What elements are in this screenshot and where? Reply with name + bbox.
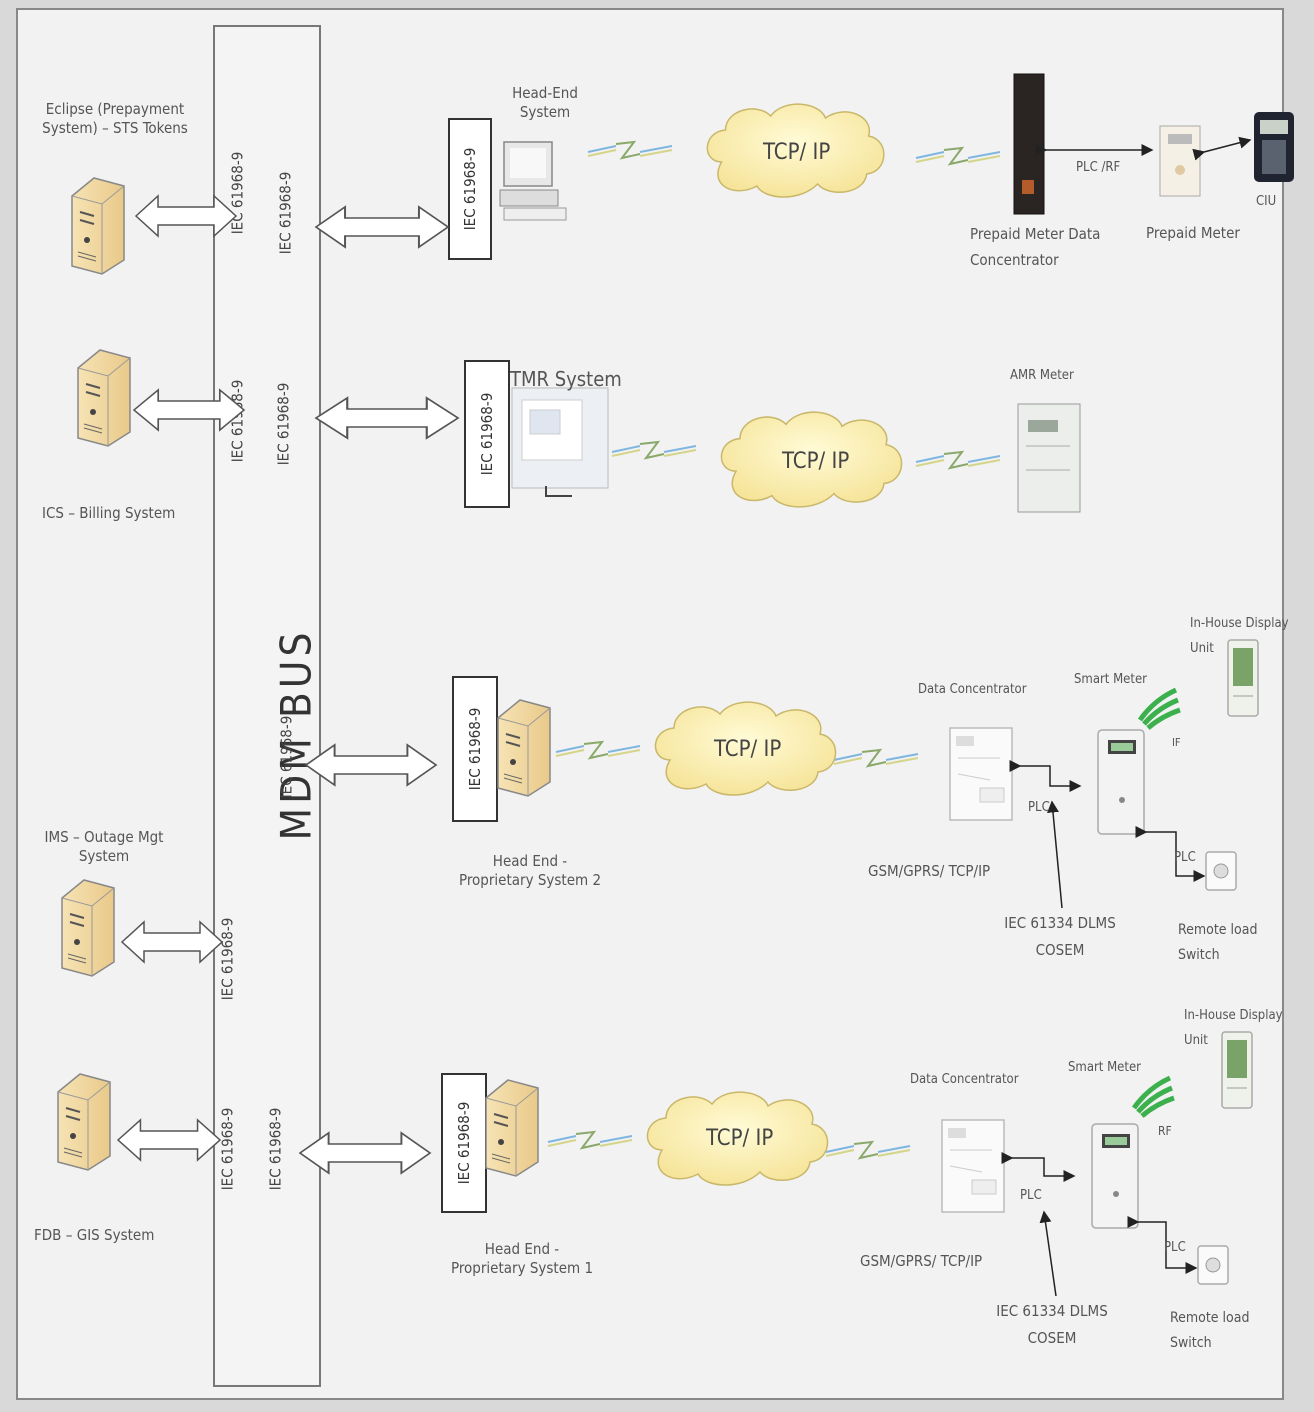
prepaid-meter-label: Prepaid Meter bbox=[1146, 224, 1240, 243]
smart-meter-label: Smart Meter bbox=[1068, 1060, 1141, 1076]
amr-meter-label: AMR Meter bbox=[1010, 368, 1074, 384]
data-concentrator-label: Data Concentrator bbox=[918, 682, 1027, 698]
plc-rf-label: PLC /RF bbox=[1076, 160, 1120, 176]
headend-proprietary-2-label: Head End -Proprietary System 2 bbox=[450, 852, 610, 890]
headend-proprietary-1-label: Head End -Proprietary System 1 bbox=[444, 1240, 600, 1278]
plc-label: PLC bbox=[1164, 1240, 1186, 1256]
plc-label: PLC bbox=[1020, 1188, 1042, 1204]
gsm-label: GSM/GPRS/ TCP/IP bbox=[868, 862, 990, 881]
wireless-label: IF bbox=[1172, 736, 1181, 750]
tmr-system-label: TMR System bbox=[510, 367, 622, 392]
gsm-label: GSM/GPRS/ TCP/IP bbox=[860, 1252, 982, 1271]
cloud-label: TCP/ IP bbox=[782, 449, 849, 474]
cloud-label: TCP/ IP bbox=[714, 737, 781, 762]
fdb-label: FDB – GIS System bbox=[34, 1226, 154, 1245]
smart-meter-label: Smart Meter bbox=[1074, 672, 1147, 688]
ciu-label: CIU bbox=[1256, 194, 1276, 210]
wireless-label: RF bbox=[1158, 1124, 1172, 1139]
plc-label: PLC bbox=[1028, 800, 1050, 816]
plc-label: PLC bbox=[1174, 850, 1196, 866]
cloud-label: TCP/ IP bbox=[763, 140, 830, 165]
data-concentrator-label: Data Concentrator bbox=[910, 1072, 1019, 1088]
cloud-label: TCP/ IP bbox=[706, 1126, 773, 1151]
ics-label: ICS – Billing System bbox=[42, 504, 175, 523]
